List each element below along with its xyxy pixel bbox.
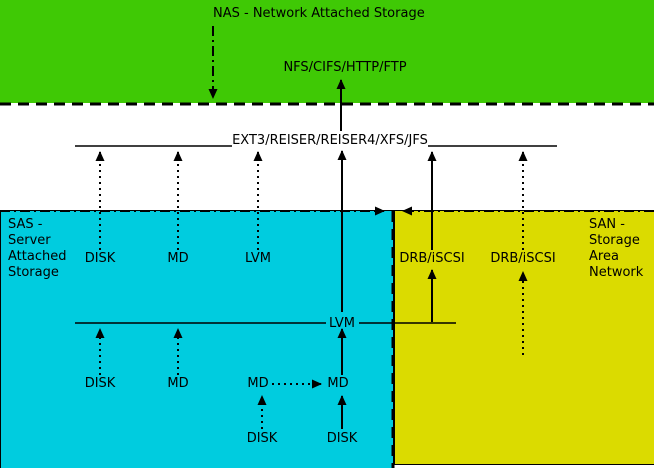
sas-upper-md-label: MD <box>167 251 189 266</box>
san-zone-title: SAN - Storage Area Network <box>589 217 643 281</box>
nas-title: NAS - Network Attached Storage <box>213 6 425 21</box>
sas-chain-md-left-label: MD <box>247 376 269 391</box>
sas-title-line-2: Server <box>8 233 51 248</box>
nas-zone <box>0 0 654 103</box>
sas-title-line-3: Attached <box>8 249 67 264</box>
filesystem-layer-label: EXT3/REISER/REISER4/XFS/JFS <box>232 133 428 148</box>
sas-chain-disk-right-label: DISK <box>326 431 358 446</box>
san-title-line-2: Storage <box>589 233 640 248</box>
sas-mid-lvm-label: LVM <box>329 316 355 331</box>
san-drb-iscsi-right-label: DRB/iSCSI <box>490 251 556 266</box>
sas-chain-disk-left-label: DISK <box>246 431 278 446</box>
sas-title-line-4: Storage <box>8 265 59 280</box>
sas-upper-lvm-label: LVM <box>245 251 271 266</box>
sas-title-line-1: SAS - <box>8 217 43 232</box>
san-title-line-4: Network <box>589 265 644 280</box>
san-drb-iscsi-left-label: DRB/iSCSI <box>399 251 465 266</box>
sas-lower-disk-label: DISK <box>84 376 116 391</box>
sas-zone <box>0 210 394 468</box>
sas-upper-disk-label: DISK <box>84 251 116 266</box>
sas-chain-md-right-label: MD <box>327 376 349 391</box>
sas-zone-title: SAS - Server Attached Storage <box>8 217 66 281</box>
san-title-line-3: Area <box>589 249 619 264</box>
nas-protocols-label: NFS/CIFS/HTTP/FTP <box>283 60 407 75</box>
san-title-line-1: SAN - <box>589 217 625 232</box>
sas-lower-md-label: MD <box>167 376 189 391</box>
